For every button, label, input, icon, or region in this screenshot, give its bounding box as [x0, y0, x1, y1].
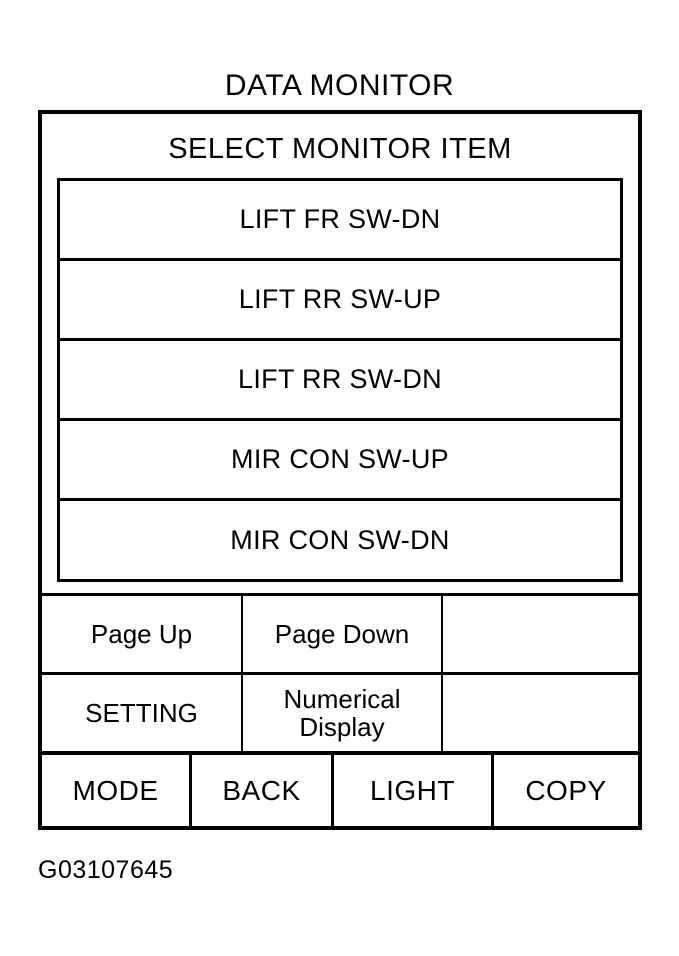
- list-item-label: LIFT FR SW-DN: [239, 204, 441, 234]
- light-label: LIGHT: [370, 774, 455, 806]
- numerical-display-button[interactable]: Numerical Display: [243, 675, 443, 751]
- copy-button[interactable]: COPY: [494, 755, 638, 826]
- screen-header-title: SELECT MONITOR ITEM: [168, 133, 512, 165]
- copy-label: COPY: [525, 774, 607, 806]
- list-item-label: LIFT RR SW-DN: [238, 364, 442, 394]
- scan-tool-screen-frame: SELECT MONITOR ITEM LIFT FR SW-DN LIFT R…: [38, 110, 642, 830]
- numerical-display-label: Numerical Display: [283, 685, 400, 741]
- list-item[interactable]: LIFT RR SW-DN: [60, 341, 620, 421]
- page-down-label: Page Down: [274, 618, 410, 649]
- list-item[interactable]: MIR CON SW-UP: [60, 421, 620, 501]
- mode-button[interactable]: MODE: [42, 755, 192, 826]
- list-item-label: MIR CON SW-UP: [231, 444, 449, 474]
- numerical-display-line1: Numerical: [283, 684, 401, 714]
- mode-label: MODE: [72, 774, 159, 806]
- setting-button[interactable]: SETTING: [42, 675, 243, 751]
- page-up-button[interactable]: Page Up: [42, 596, 243, 672]
- list-item[interactable]: MIR CON SW-DN: [60, 501, 620, 579]
- list-item-label: MIR CON SW-DN: [230, 524, 450, 555]
- softkey-empty-2[interactable]: [441, 675, 636, 751]
- list-item[interactable]: LIFT RR SW-UP: [60, 261, 620, 341]
- back-button[interactable]: BACK: [192, 755, 334, 826]
- hardkey-row: MODE BACK LIGHT COPY: [42, 751, 638, 826]
- numerical-display-line2: Display: [299, 712, 385, 742]
- softkey-row-1: Page Up Page Down: [42, 593, 638, 672]
- softkey-row-2: SETTING Numerical Display: [42, 672, 638, 751]
- page-down-button[interactable]: Page Down: [243, 596, 443, 672]
- light-button[interactable]: LIGHT: [334, 755, 494, 826]
- list-item[interactable]: LIFT FR SW-DN: [60, 181, 620, 261]
- softkey-empty-1[interactable]: [441, 596, 636, 672]
- setting-label: SETTING: [85, 697, 198, 728]
- softkey-grid: Page Up Page Down SETTING Numerical Disp…: [42, 593, 638, 751]
- figure-caption: G03107645: [38, 856, 174, 884]
- page-up-label: Page Up: [90, 618, 193, 649]
- monitor-item-list: LIFT FR SW-DN LIFT RR SW-UP LIFT RR SW-D…: [57, 178, 623, 582]
- figure-title: DATA MONITOR: [224, 69, 455, 102]
- list-item-label: LIFT RR SW-UP: [238, 284, 442, 314]
- back-label: BACK: [222, 774, 301, 806]
